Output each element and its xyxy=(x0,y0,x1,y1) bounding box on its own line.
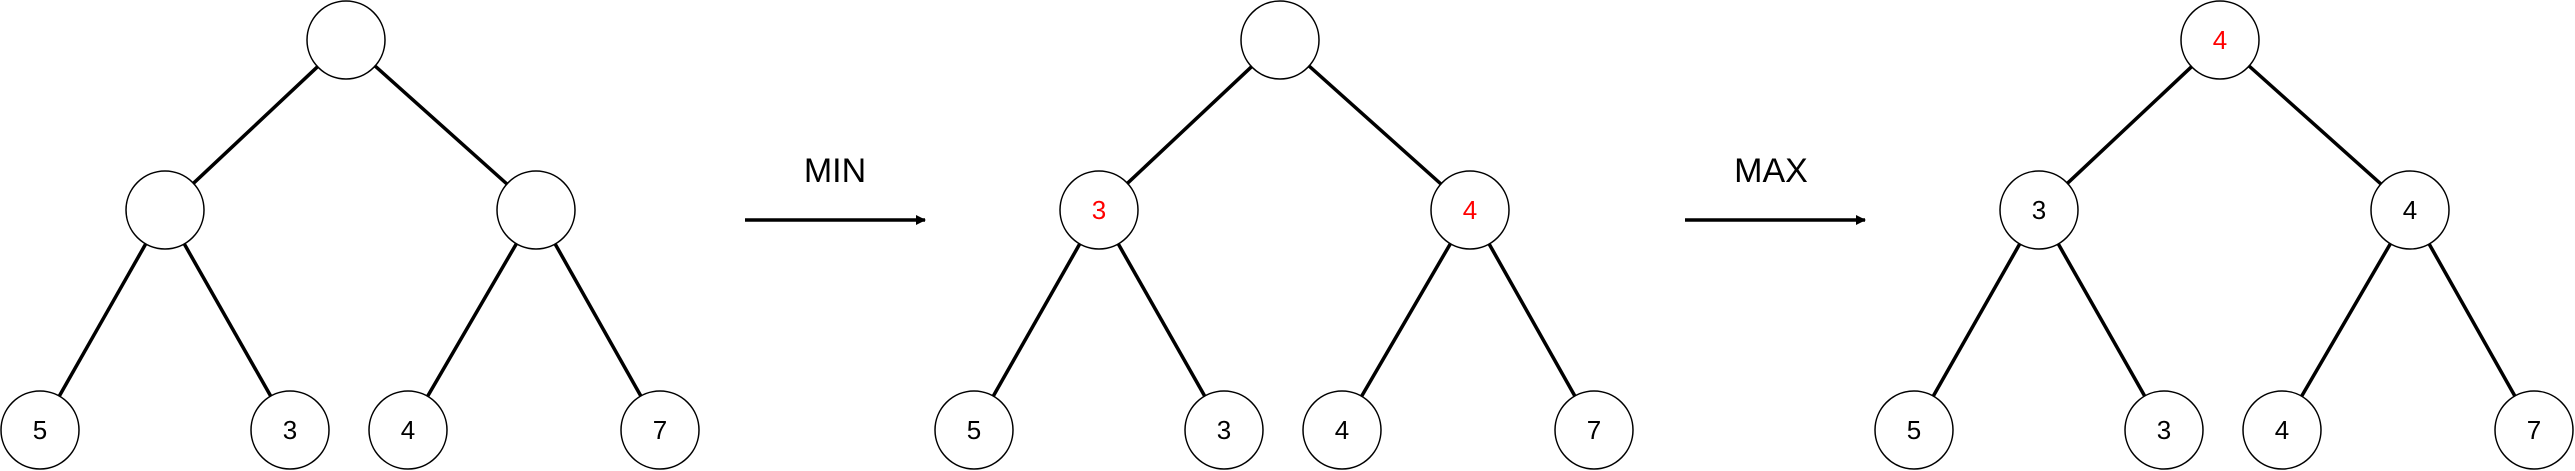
node-value: 5 xyxy=(1907,415,1921,445)
tree-edge xyxy=(2066,65,2193,185)
tree-edge xyxy=(182,243,273,397)
node-circle xyxy=(934,390,1014,470)
node-value: 4 xyxy=(2213,25,2227,55)
node-circle xyxy=(0,390,80,470)
node-value: 4 xyxy=(1335,415,1349,445)
tree-edge xyxy=(1931,243,2022,397)
tree-edge xyxy=(1307,64,1443,186)
node-circle xyxy=(306,0,386,80)
node-circle xyxy=(368,390,448,470)
inner-node: 4 xyxy=(1430,170,1510,250)
leaf-node: 5 xyxy=(0,390,80,470)
tree-edge xyxy=(57,243,148,397)
tree-edge xyxy=(192,65,319,185)
transition-arrow-max: MAX xyxy=(1685,152,1866,225)
inner-node: 4 xyxy=(2370,170,2450,250)
tree-edge xyxy=(1487,243,1577,397)
tree-edge xyxy=(2056,243,2147,397)
node-circle xyxy=(1184,390,1264,470)
tree-edge xyxy=(2300,242,2392,398)
node-circle xyxy=(2242,390,2322,470)
node-circle xyxy=(125,170,205,250)
tree-2: 3 4 5 3 4 7 xyxy=(934,0,1634,470)
inner-node xyxy=(125,170,205,250)
tree-3: 4 3 4 5 3 4 7 xyxy=(1874,0,2574,470)
leaf-node: 5 xyxy=(1874,390,1954,470)
leaf-node: 5 xyxy=(934,390,1014,470)
arrow-label: MIN xyxy=(804,152,866,190)
tree-edge xyxy=(991,243,1082,397)
node-circle xyxy=(2370,170,2450,250)
node-circle xyxy=(1874,390,1954,470)
node-circle xyxy=(1059,170,1139,250)
transition-arrow-min: MIN xyxy=(745,152,926,225)
tree-edge xyxy=(426,242,518,398)
node-value: 7 xyxy=(2527,415,2541,445)
node-circle xyxy=(2180,0,2260,80)
inner-node: 3 xyxy=(1059,170,1139,250)
leaf-node: 7 xyxy=(1554,390,1634,470)
node-value: 7 xyxy=(653,415,667,445)
node-value: 3 xyxy=(1217,415,1231,445)
node-circle xyxy=(496,170,576,250)
node-value: 3 xyxy=(2157,415,2171,445)
leaf-node: 3 xyxy=(2124,390,2204,470)
inner-node: 3 xyxy=(1999,170,2079,250)
leaf-node: 4 xyxy=(1302,390,1382,470)
node-value: 4 xyxy=(401,415,415,445)
node-circle xyxy=(1430,170,1510,250)
leaf-node: 4 xyxy=(368,390,448,470)
tree-edge xyxy=(2247,64,2383,186)
leaf-node: 3 xyxy=(250,390,330,470)
node-circle xyxy=(1302,390,1382,470)
node-circle xyxy=(2494,390,2574,470)
node-value: 3 xyxy=(1092,195,1106,225)
node-value: 4 xyxy=(1463,195,1477,225)
leaf-node: 3 xyxy=(1184,390,1264,470)
inner-node xyxy=(496,170,576,250)
root-node xyxy=(306,0,386,80)
tree-edge xyxy=(1360,242,1452,398)
node-value: 4 xyxy=(2403,195,2417,225)
arrow-label: MAX xyxy=(1734,152,1808,190)
node-value: 3 xyxy=(283,415,297,445)
root-node xyxy=(1240,0,1320,80)
leaf-node: 4 xyxy=(2242,390,2322,470)
tree-edge xyxy=(553,243,643,397)
tree-edge xyxy=(2427,243,2517,397)
root-node: 4 xyxy=(2180,0,2260,80)
node-value: 4 xyxy=(2275,415,2289,445)
node-circle xyxy=(620,390,700,470)
node-value: 7 xyxy=(1587,415,1601,445)
tree-edge xyxy=(1116,243,1207,397)
node-circle xyxy=(1240,0,1320,80)
node-circle xyxy=(1999,170,2079,250)
node-value: 3 xyxy=(2032,195,2046,225)
leaf-node: 7 xyxy=(620,390,700,470)
tree-1: 5 3 4 7 xyxy=(0,0,700,470)
tree-edge xyxy=(1126,65,1253,185)
leaf-node: 7 xyxy=(2494,390,2574,470)
node-value: 5 xyxy=(33,415,47,445)
node-circle xyxy=(2124,390,2204,470)
tree-edge xyxy=(373,64,509,186)
node-value: 5 xyxy=(967,415,981,445)
node-circle xyxy=(1554,390,1634,470)
node-circle xyxy=(250,390,330,470)
